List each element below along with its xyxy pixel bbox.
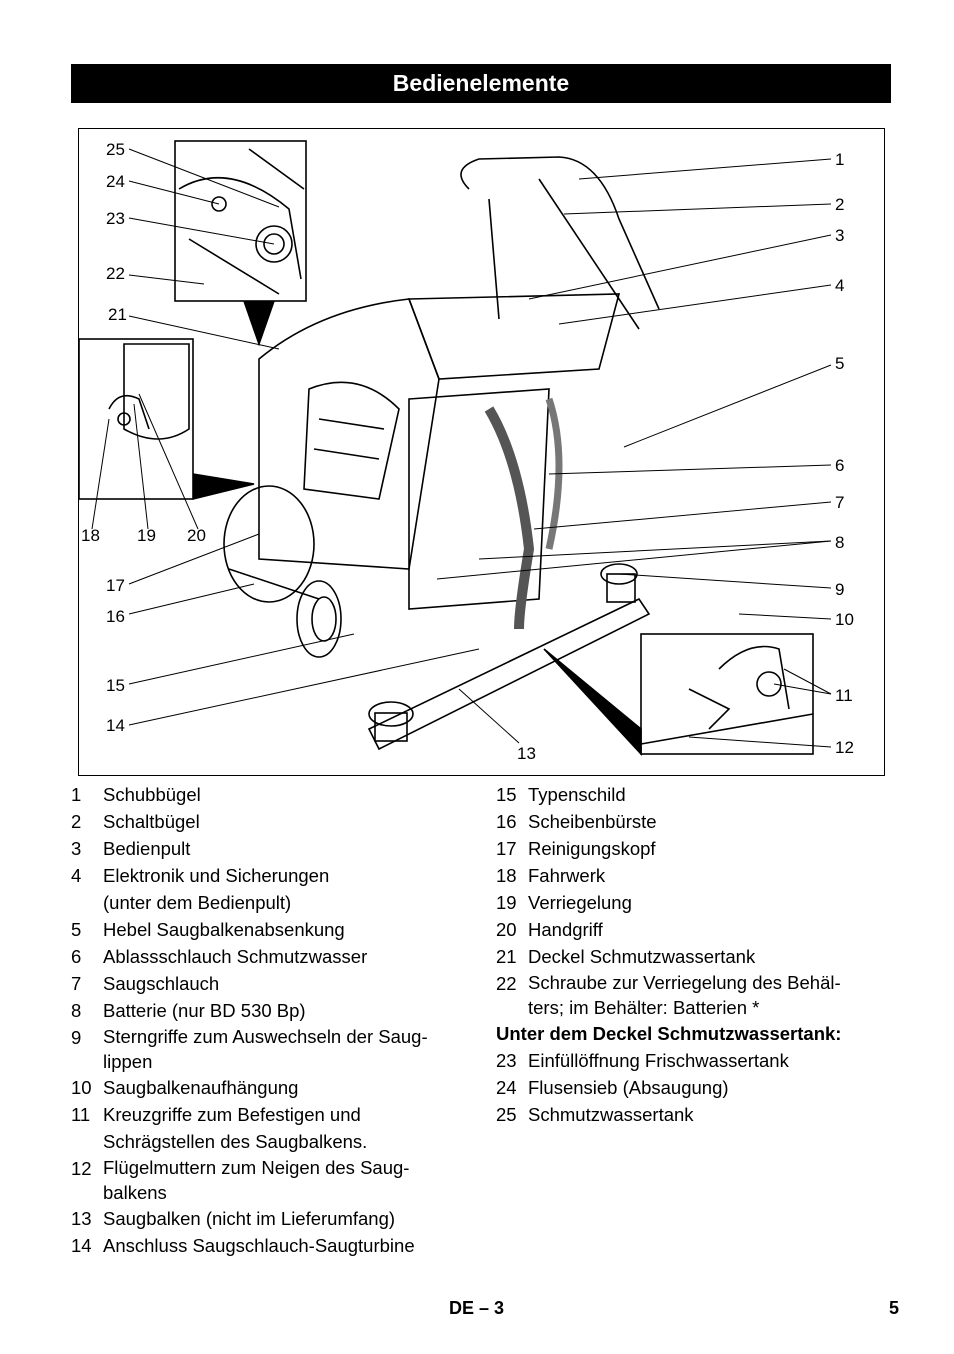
callout-17: 17 <box>106 576 125 595</box>
callout-23: 23 <box>106 209 125 228</box>
machine-diagram: 1 2 3 4 5 6 7 8 9 10 11 12 13 14 15 16 1… <box>78 128 885 776</box>
callout-18: 18 <box>81 526 100 545</box>
callout-16: 16 <box>106 607 125 626</box>
legend-subheading: Unter dem Deckel Schmutzwassertank: <box>496 1023 842 1044</box>
callout-11: 11 <box>835 686 853 705</box>
callout-13: 13 <box>517 744 536 763</box>
callout-20: 20 <box>187 526 206 545</box>
page-number: 5 <box>888 1298 899 1318</box>
callout-10: 10 <box>835 610 854 629</box>
callout-9: 9 <box>835 580 844 599</box>
callout-1: 1 <box>835 150 844 169</box>
diagram-svg: 1 2 3 4 5 6 7 8 9 10 11 12 13 14 15 16 1… <box>79 140 854 763</box>
page-title: Bedienelemente <box>71 64 891 103</box>
callout-22: 22 <box>106 264 125 283</box>
callout-3: 3 <box>835 226 844 245</box>
callout-8: 8 <box>835 533 844 552</box>
callout-5: 5 <box>835 354 844 373</box>
section-page-label: DE – 3 <box>449 1298 505 1318</box>
callout-25: 25 <box>106 140 125 159</box>
callout-24: 24 <box>106 172 125 191</box>
callout-7: 7 <box>835 493 844 512</box>
callout-15: 15 <box>106 676 125 695</box>
callout-14: 14 <box>106 716 125 735</box>
callout-2: 2 <box>835 195 844 214</box>
callout-4: 4 <box>835 276 844 295</box>
callout-21: 21 <box>108 305 127 324</box>
callout-6: 6 <box>835 456 844 475</box>
callout-19: 19 <box>137 526 156 545</box>
callout-12: 12 <box>835 738 854 757</box>
